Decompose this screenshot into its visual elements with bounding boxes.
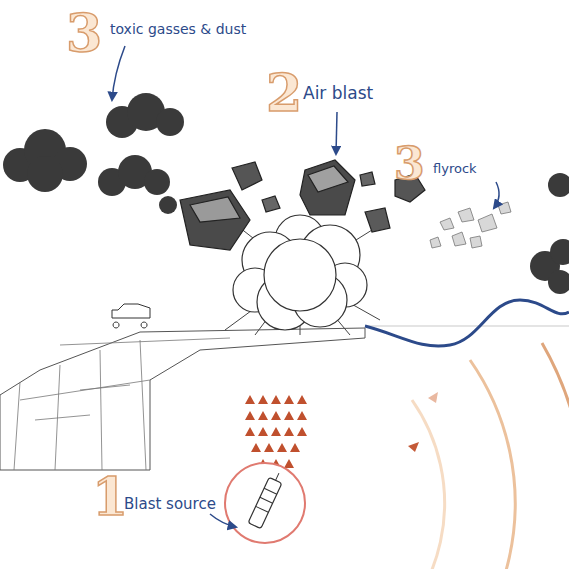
effect-label: Air blast (303, 84, 373, 103)
dust-clouds (3, 93, 569, 294)
seismic-wave (355, 400, 445, 569)
fragment (498, 202, 511, 214)
blast-source-circle (225, 463, 305, 543)
rock (360, 172, 375, 186)
wave-arrow (428, 392, 438, 403)
wave-arrow (408, 442, 419, 452)
leader-arrow (336, 112, 337, 154)
leader-arrow (210, 514, 236, 527)
dust-puff (159, 196, 177, 214)
cliff-face (14, 338, 230, 470)
callout-number: 3 (66, 4, 102, 61)
rocks (180, 160, 425, 250)
dust-puff (548, 173, 569, 197)
fragment (470, 236, 482, 248)
rock (262, 196, 280, 212)
leader-arrow (112, 46, 125, 100)
dust-puff (550, 239, 569, 265)
mining-truck (112, 304, 150, 328)
effect-label: flyrock (433, 162, 477, 176)
callout-number: 3 (394, 140, 425, 188)
dust-puff (144, 169, 170, 195)
fragment (458, 208, 474, 222)
effect-label: Blast source (124, 496, 216, 513)
cliff (0, 328, 365, 470)
pressure-triangles (245, 395, 307, 468)
cloud-puff (264, 239, 336, 311)
fragment (440, 218, 454, 230)
dust-puff (27, 156, 63, 192)
leader-arrow (494, 182, 499, 208)
callout-number: 2 (266, 64, 302, 121)
dust-puff (548, 270, 569, 294)
rock (180, 190, 250, 250)
rock-face (190, 197, 240, 222)
seismic-wave (390, 360, 515, 569)
fragment (452, 232, 466, 246)
dust-puff (156, 108, 184, 136)
air-wave (365, 300, 569, 346)
fragment (430, 237, 441, 248)
effect-label: toxic gasses & dust (110, 22, 246, 37)
detonator-detail (256, 470, 286, 512)
detonator-body (248, 477, 282, 528)
detonator-icon (248, 470, 285, 528)
fragment (478, 214, 497, 232)
horizon-line (365, 326, 569, 327)
rock (300, 160, 355, 215)
rock (365, 208, 390, 232)
callout-number: 1 (92, 468, 128, 525)
rock-face (308, 166, 348, 192)
flyrock-fragments (430, 202, 511, 248)
explosion-cloud (233, 215, 367, 330)
rock (232, 162, 262, 190)
seismic-wave (425, 343, 569, 569)
